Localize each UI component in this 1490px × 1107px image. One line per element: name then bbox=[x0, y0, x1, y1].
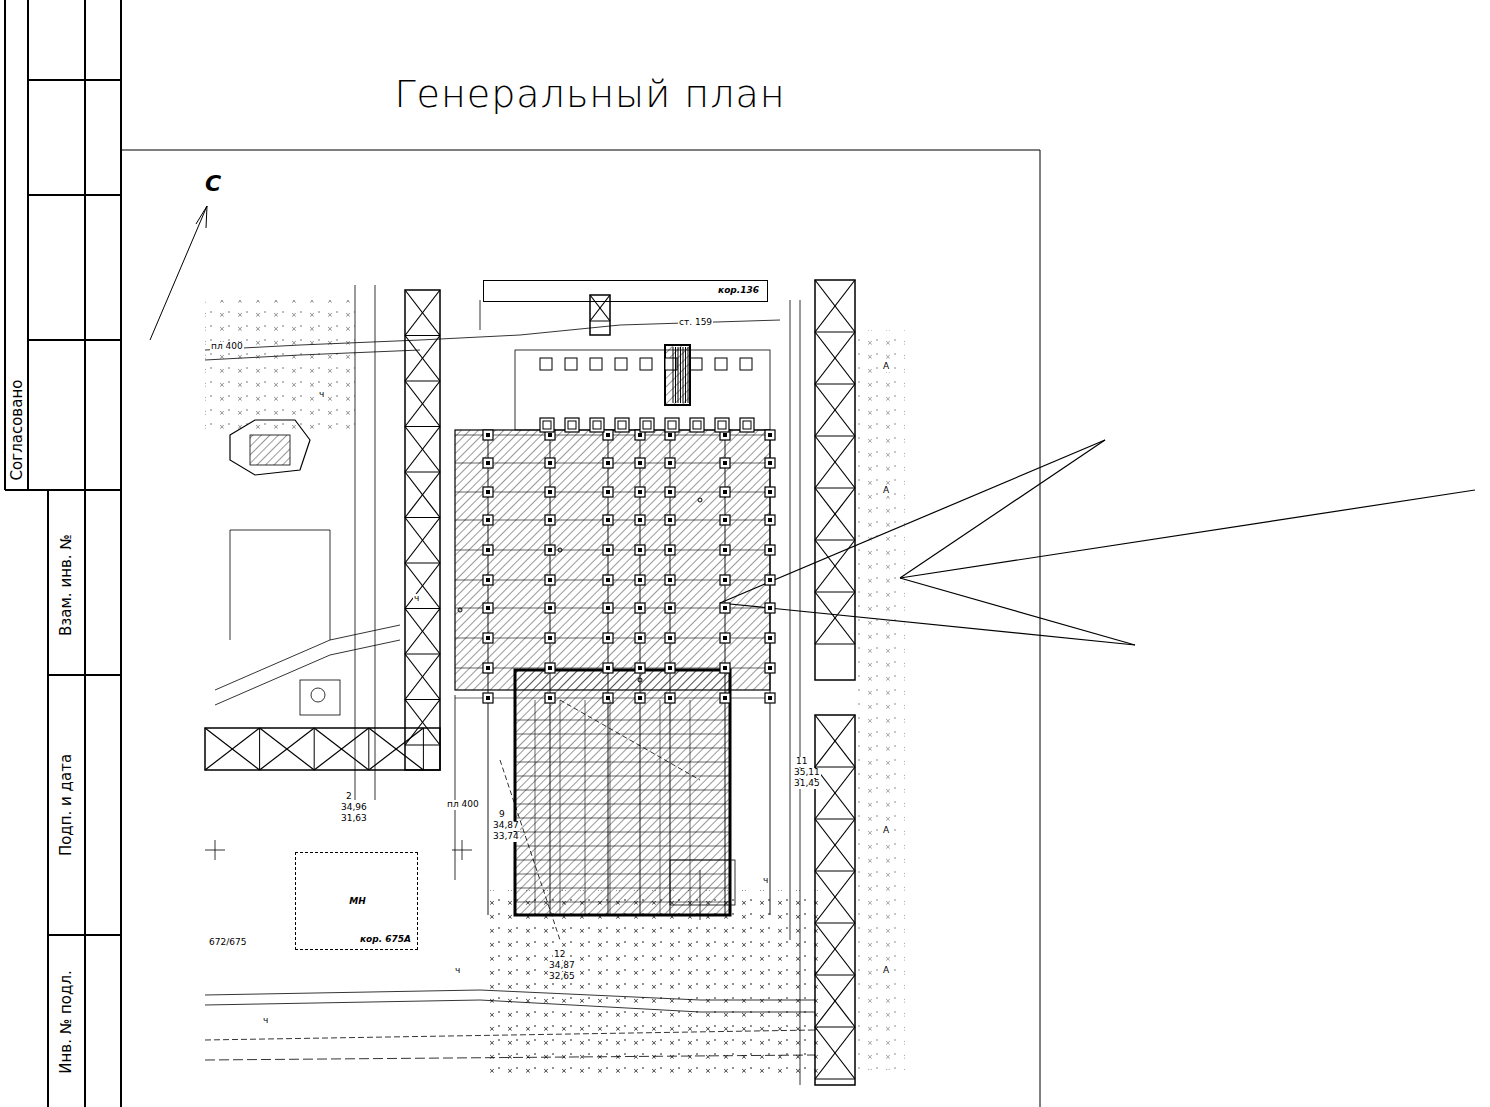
building-box: кор.136 bbox=[483, 280, 768, 302]
stamp-field: Согласовано bbox=[9, 378, 26, 483]
stamp-field: Подп. и дата bbox=[58, 752, 75, 858]
elevation: 33,74 bbox=[492, 832, 520, 842]
zone-mark: А bbox=[882, 966, 890, 976]
elevation: 34,87 bbox=[548, 961, 576, 971]
building-number: 672/675 bbox=[208, 938, 247, 948]
elevation: 35,11 bbox=[793, 768, 821, 778]
zone-mark: А bbox=[882, 826, 890, 836]
building-label: кор.136 bbox=[718, 286, 759, 296]
zone-mark: ч bbox=[413, 594, 420, 604]
elevation: 32,65 bbox=[548, 972, 576, 982]
zone-mark: А bbox=[882, 362, 890, 372]
elevation: 34,87 bbox=[492, 821, 520, 831]
stamp-field: Инв. № подл. bbox=[58, 968, 75, 1075]
elevation: 31,45 bbox=[793, 779, 821, 789]
pipe-label: пл 400 bbox=[446, 800, 480, 810]
building-label: кор. 675А bbox=[360, 935, 411, 945]
point-number: 11 bbox=[795, 757, 808, 767]
pipe-label: ст. 159 bbox=[678, 318, 713, 328]
zone-mark: А bbox=[882, 486, 890, 496]
sheet-title: Генеральный план bbox=[394, 72, 785, 116]
zone-mark: ч bbox=[262, 1016, 269, 1026]
building-label: МН bbox=[349, 897, 366, 907]
zone-mark: ч bbox=[318, 390, 325, 400]
zone-mark: ч bbox=[762, 876, 769, 886]
point-number: 9 bbox=[498, 810, 506, 820]
zone-mark: ч bbox=[454, 966, 461, 976]
pipe-label: пл 400 bbox=[210, 342, 244, 352]
stamp-field: Взам. инв. № bbox=[58, 532, 75, 638]
point-number: 2 bbox=[345, 792, 353, 802]
elevation: 31,63 bbox=[340, 814, 368, 824]
north-mark: С bbox=[205, 172, 221, 196]
building-outline: МН кор. 675А bbox=[295, 852, 418, 950]
elevation: 34,96 bbox=[340, 803, 368, 813]
point-number: 12 bbox=[553, 950, 566, 960]
